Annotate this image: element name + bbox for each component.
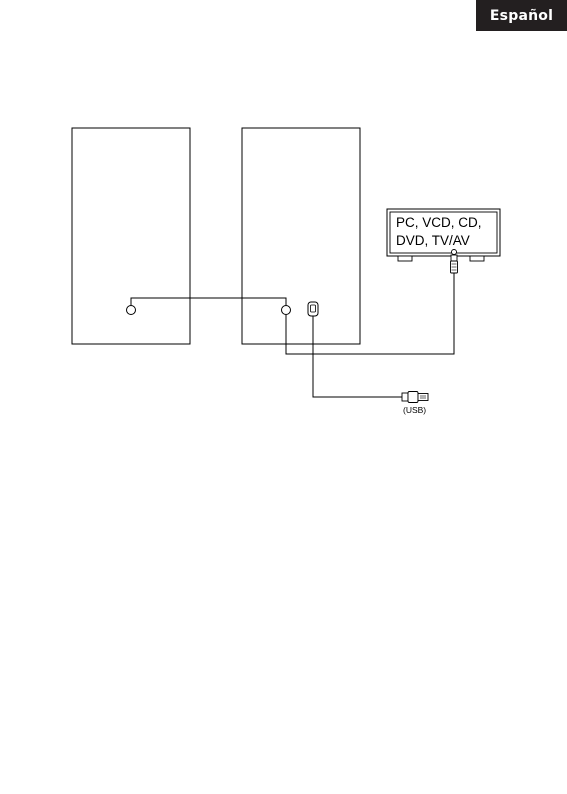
usb-port-icon	[308, 302, 318, 316]
source-device: PC, VCD, CD, DVD, TV/AV	[387, 209, 500, 261]
source-device-right-foot	[470, 256, 484, 261]
right-speaker-cabinet	[242, 128, 360, 344]
source-device-label-line1: PC, VCD, CD,	[396, 215, 482, 230]
audio-jack-plug-icon	[451, 250, 458, 274]
right-speaker-output-jack	[282, 306, 291, 315]
usb-label: (USB)	[403, 405, 426, 415]
usb-plug-icon	[402, 392, 428, 403]
speaker-link-cable	[131, 298, 286, 305]
usb-cable	[313, 316, 402, 397]
left-speaker-input-jack	[127, 306, 136, 315]
source-device-label-line2: DVD, TV/AV	[396, 233, 470, 248]
left-speaker	[72, 128, 190, 344]
source-device-left-foot	[398, 256, 412, 261]
right-speaker	[242, 128, 360, 344]
